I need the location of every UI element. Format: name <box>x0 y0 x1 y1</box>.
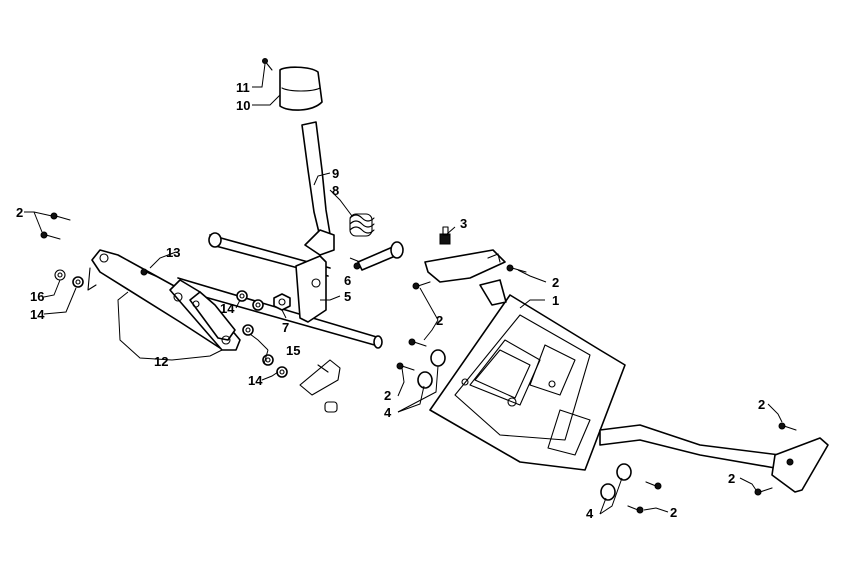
callout-7: 7 <box>282 320 289 335</box>
callout-14-left: 14 <box>30 307 45 322</box>
callout-2-upper-right: 2 <box>552 275 559 290</box>
link-arm-part <box>87 249 241 351</box>
callout-5: 5 <box>344 289 351 304</box>
bolt-part-2h <box>627 481 662 514</box>
knob-screw-part <box>262 58 273 71</box>
main-bracket-part <box>424 249 829 493</box>
shift-fork-part <box>299 359 341 413</box>
washer-part-14b <box>236 290 248 302</box>
callout-2-bottom: 2 <box>670 505 677 520</box>
nut-part-7 <box>273 293 291 311</box>
shift-shaft-part <box>177 232 383 349</box>
callout-labels: 11 10 9 8 6 5 7 13 2 16 14 14 15 14 12 3… <box>16 80 765 521</box>
washer-part-15b <box>242 324 254 336</box>
callout-15: 15 <box>286 343 300 358</box>
bolt-part-2e <box>396 362 415 371</box>
callout-2-far-right-top: 2 <box>758 397 765 412</box>
shift-lever-part <box>279 66 335 256</box>
washer-part-14c <box>276 366 288 378</box>
callout-16: 16 <box>30 289 44 304</box>
clip-part <box>439 226 451 245</box>
callout-8: 8 <box>332 183 339 198</box>
callout-14-mid: 14 <box>220 301 235 316</box>
callout-14-low: 14 <box>248 373 263 388</box>
spacer-part-4a <box>417 349 446 389</box>
callout-1: 1 <box>552 293 559 308</box>
washer-part-15a <box>252 299 264 311</box>
bolt-part-2a <box>40 212 71 240</box>
callout-6: 6 <box>344 273 351 288</box>
spring-part <box>349 213 375 237</box>
callout-9: 9 <box>332 166 339 181</box>
callout-4-left: 4 <box>384 405 392 420</box>
pivot-pin-part <box>353 241 404 271</box>
callout-2-far-right-bottom: 2 <box>728 471 735 486</box>
spacer-part-4b <box>600 463 632 501</box>
bolt-part-2f <box>778 422 797 431</box>
bolt-part-2g <box>754 487 773 496</box>
bolt-part-2d <box>408 338 427 347</box>
bolt-part-13 <box>140 268 161 279</box>
bolt-part-2b <box>506 264 527 273</box>
leader-lines <box>24 63 783 515</box>
callout-3: 3 <box>460 216 467 231</box>
callout-2-center: 2 <box>436 313 443 328</box>
callout-2-lower-left: 2 <box>384 388 391 403</box>
callout-10: 10 <box>236 98 250 113</box>
bolt-part-2c <box>412 281 431 290</box>
callout-4-bottom: 4 <box>586 506 594 521</box>
callout-11: 11 <box>236 80 250 95</box>
callout-2-left: 2 <box>16 205 23 220</box>
callout-12: 12 <box>154 354 168 369</box>
washer-part-14a <box>72 276 84 288</box>
callout-13: 13 <box>166 245 180 260</box>
washer-part-16 <box>54 269 66 281</box>
